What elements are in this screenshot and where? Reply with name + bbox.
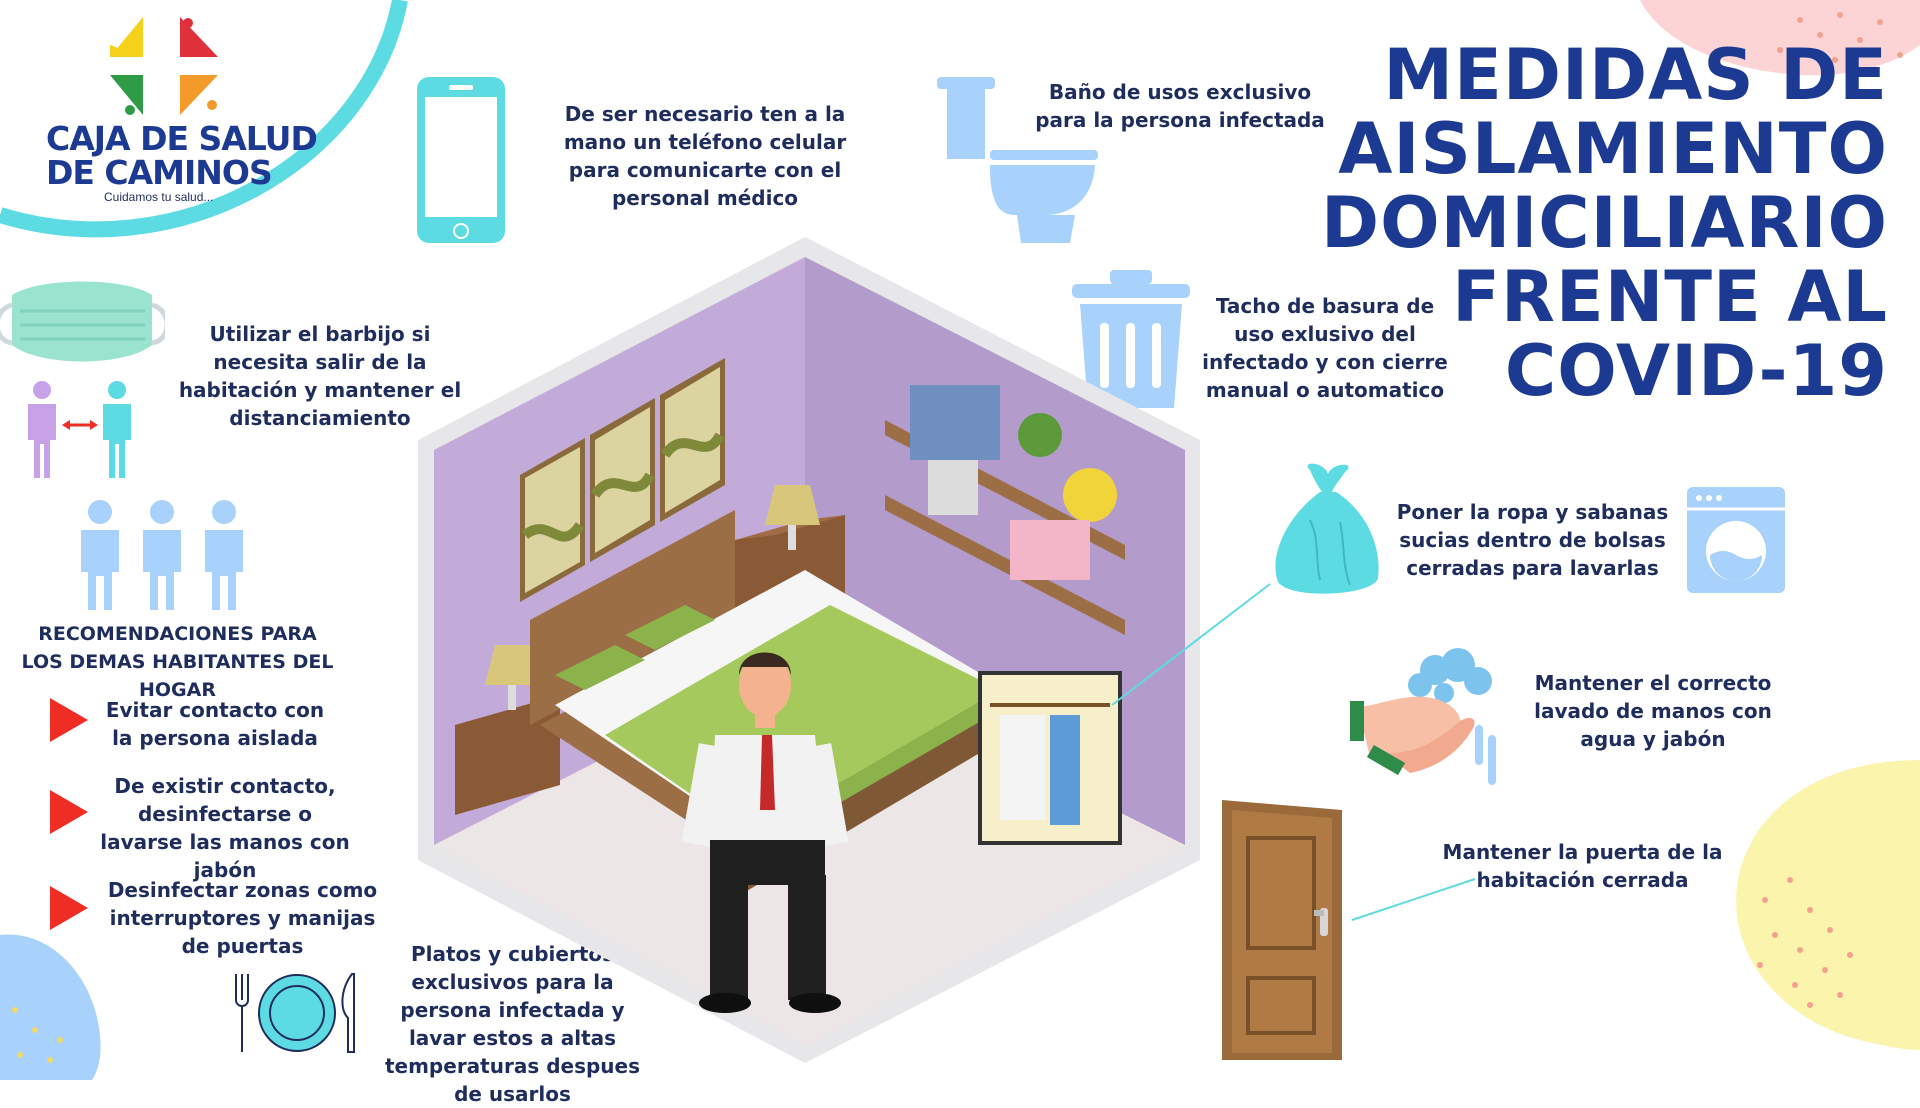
- door-icon: [1222, 800, 1342, 1060]
- bullet-arrow-3: [50, 886, 88, 930]
- door-connector-line: [1351, 878, 1476, 921]
- title-line-4: FRENTE AL: [1452, 256, 1888, 338]
- logo-cross-icon: [110, 17, 218, 115]
- household-people-icon: [81, 500, 243, 610]
- recommendation-item-2: De existir contacto, desinfectarse o lav…: [100, 774, 350, 882]
- laundry-connector-line: [1111, 583, 1271, 706]
- logo-line1: CAJA DE SALUD: [46, 119, 318, 158]
- face-mask-icon: [0, 281, 165, 362]
- tip-mask: Utilizar el barbijo si necesita salir de…: [178, 322, 462, 430]
- toilet-icon: [937, 77, 1098, 243]
- tip-phone: De ser necesario ten a la mano un teléfo…: [563, 102, 847, 210]
- tip-laundry: Poner la ropa y sabanas sucias dentro de…: [1396, 500, 1669, 580]
- title-line-3: DOMICILIARIO: [1320, 182, 1888, 264]
- handwash-icon: [1350, 648, 1496, 785]
- bullet-arrow-1: [50, 698, 88, 742]
- recommendations-heading: RECOMENDACIONES PARA LOS DEMAS HABITANTE…: [21, 623, 334, 701]
- tip-bathroom: Baño de usos exclusivo para la persona i…: [1035, 80, 1325, 132]
- trash-can-icon: [1072, 270, 1190, 408]
- garbage-bag-icon: [1275, 463, 1379, 594]
- title-line-5: COVID-19: [1504, 330, 1888, 412]
- plate-cutlery-icon: [235, 973, 355, 1053]
- recommendation-item-3: Desinfectar zonas como interruptores y m…: [107, 878, 378, 958]
- recommendation-item-1: Evitar contacto con la persona aislada: [105, 698, 325, 750]
- tip-handwash: Mantener el correcto lavado de manos con…: [1534, 671, 1772, 751]
- tip-door: Mantener la puerta de la habitación cerr…: [1442, 840, 1723, 892]
- logo-line2: DE CAMINOS: [46, 153, 273, 192]
- title-line-1: MEDIDAS DE: [1383, 34, 1888, 116]
- bullet-arrow-2: [50, 790, 88, 834]
- background-decor: [0, 0, 1920, 1080]
- title-line-2: AISLAMIENTO: [1338, 108, 1888, 190]
- distancing-people-icon: [28, 381, 131, 478]
- tip-trash: Tacho de basura de uso exlusivo del infe…: [1202, 294, 1448, 402]
- phone-icon: [417, 77, 505, 243]
- logo: CAJA DE SALUD DE CAMINOS Cuidamos tu sal…: [40, 10, 318, 210]
- bedroom-illustration: [418, 237, 1200, 1063]
- logo-tagline: Cuidamos tu salud...: [104, 190, 214, 204]
- washing-machine-icon: [1687, 487, 1785, 593]
